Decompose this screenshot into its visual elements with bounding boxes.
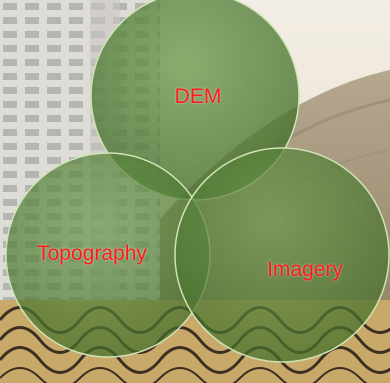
venn-label-imagery: Imagery: [267, 258, 343, 281]
venn-label-topography: Topography: [37, 242, 147, 265]
venn-diagram: [5, 0, 390, 363]
venn-circle-imagery: [174, 147, 390, 363]
venn-label-dem: DEM: [174, 85, 222, 108]
